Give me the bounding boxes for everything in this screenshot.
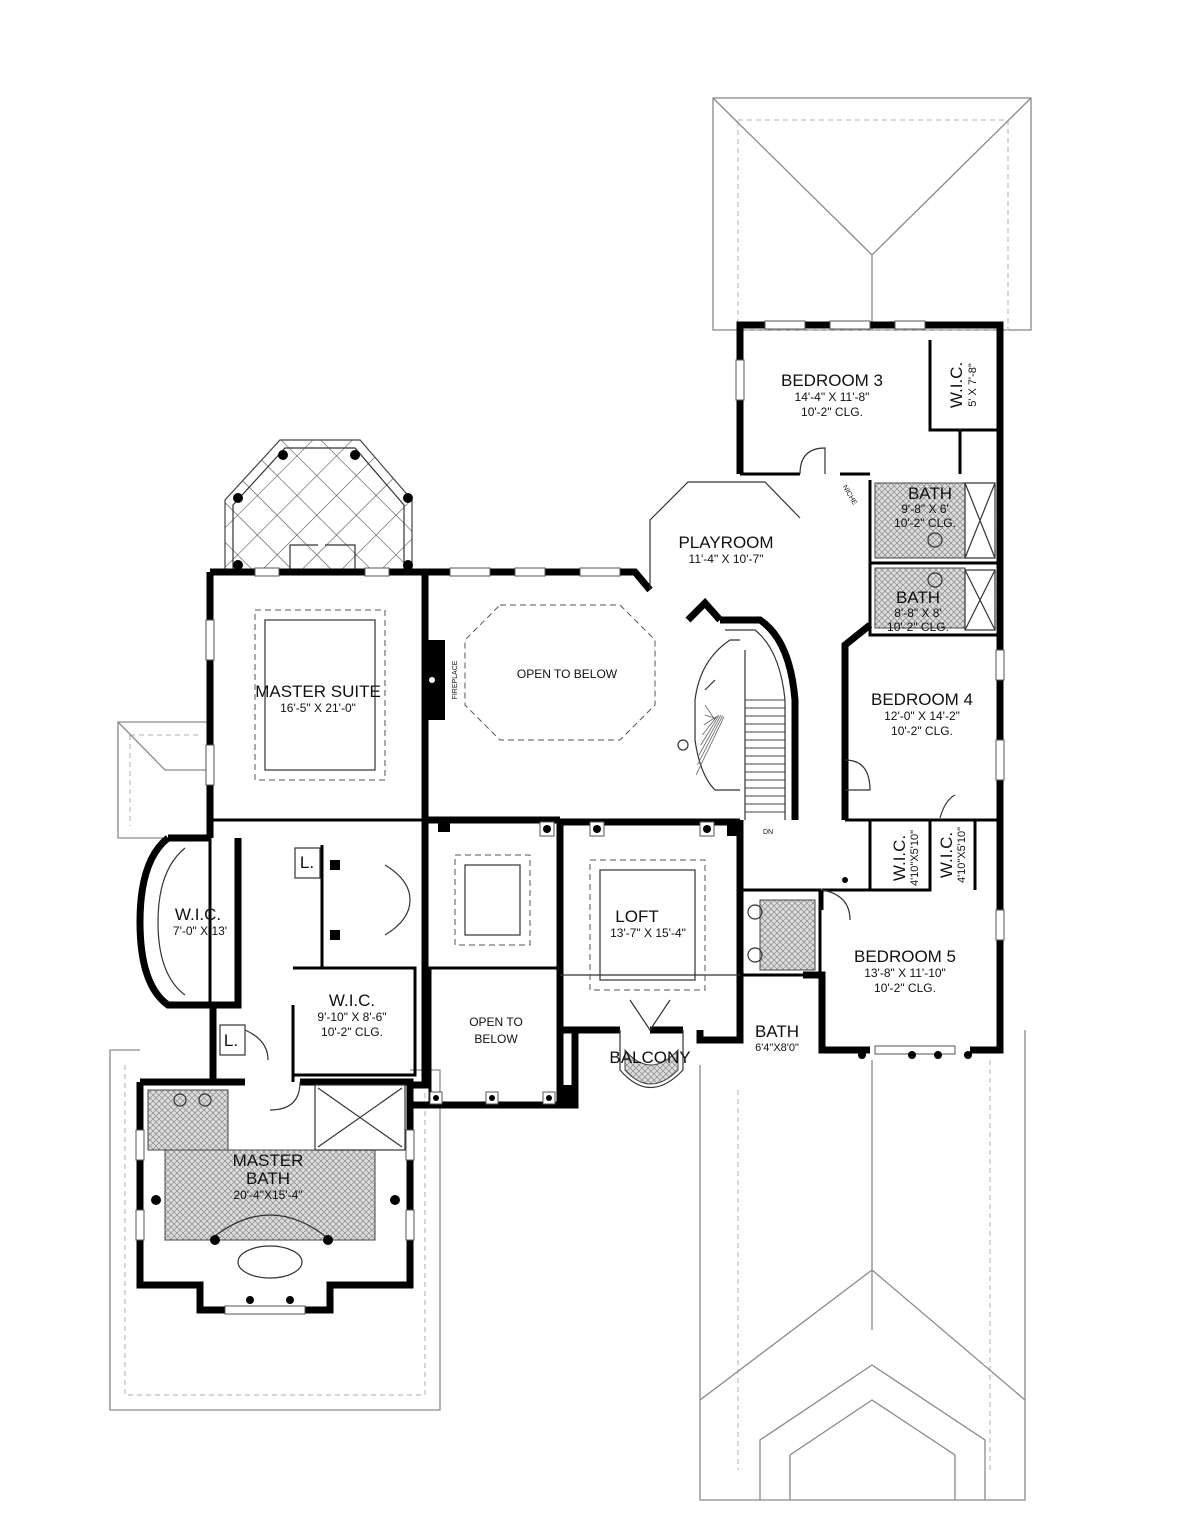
stair-curve-tread <box>704 714 716 719</box>
bath1-name: BATH <box>908 484 952 503</box>
bedroom5-name: BEDROOM 5 <box>854 947 956 966</box>
open-to-below-2-columns <box>429 1085 576 1105</box>
bedroom4-label: BEDROOM 4 12'-0" X 14'-2" 10'-2" CLG. <box>871 690 973 738</box>
bedroom5-dims: 13'-8" X 11'-10" <box>864 966 946 980</box>
stair-curve-tread <box>702 715 718 736</box>
bedroom5-label: BEDROOM 5 13'-8" X 11'-10" 10'-2" CLG. <box>854 947 956 995</box>
roof-left <box>117 721 210 839</box>
loft-dims: 13'-7" X 15'-4" <box>610 926 686 940</box>
fireplace-label: FIREPLACE <box>452 660 459 699</box>
balcony-name: BALCONY <box>609 1048 690 1067</box>
bath3-dims: 6'4"X8'0" <box>755 1042 799 1054</box>
loft-name: LOFT <box>615 907 658 926</box>
bath1-clg: 10'-2" CLG. <box>894 516 956 530</box>
bedroom4-clg: 10'-2" CLG. <box>891 724 953 738</box>
bath1-label: BATH 9'-8" X 6' 10'-2" CLG. <box>894 484 956 530</box>
bath2-label: BATH 8'-8" X 8' 10'-2" CLG. <box>887 588 949 634</box>
playroom-label: PLAYROOM 11'-4" X 10'-7" <box>678 533 773 566</box>
bedroom3-name: BEDROOM 3 <box>781 371 883 390</box>
wic-center-clg: 10'-2" CLG. <box>321 1025 383 1039</box>
balcony <box>619 999 684 1089</box>
bedroom5-clg: 10'-2" CLG. <box>874 981 936 995</box>
linen-label-2: L. <box>224 1031 238 1050</box>
wic-left-curve <box>136 835 213 1009</box>
room-labels: BEDROOM 3 14'-4" X 11'-8" 10'-2" CLG. W.… <box>173 362 979 1202</box>
open-to-below-2-label: OPEN TO BELOW <box>469 1015 523 1046</box>
bath3-label: BATH 6'4"X8'0" <box>755 1022 799 1054</box>
stair-dn-label: DN <box>763 829 773 836</box>
roof-top-right <box>712 97 1032 331</box>
playroom-name: PLAYROOM <box>678 533 773 552</box>
wic-b4a-name: W.I.C. <box>890 835 909 881</box>
bedroom3-dims: 14'-4" X 11'-8" <box>795 390 870 404</box>
stair-curve-tread <box>697 715 723 766</box>
bath-fixtures <box>747 482 996 971</box>
bedroom3-clg: 10'-2" CLG. <box>801 405 863 419</box>
wic-bed3-dims: 5' X 7'-8" <box>967 363 979 407</box>
wic-bed3-label: W.I.C. 5' X 7'-8" <box>947 362 979 408</box>
open-to-below-octagon <box>425 604 741 837</box>
master-bath-label: MASTER BATH 20'-4"X15'-4" <box>233 1151 304 1202</box>
wic-left-name: W.I.C. <box>175 905 221 924</box>
stair-curve-tread <box>700 714 720 746</box>
doors <box>219 447 956 1061</box>
bath2-clg: 10'-2" CLG. <box>887 620 949 634</box>
stair-curve-tread <box>703 716 717 726</box>
stair-treads <box>695 699 785 813</box>
roof-bottom-left <box>109 1049 441 1411</box>
loft-ceiling <box>589 859 706 991</box>
master-bath-fixtures <box>147 1081 406 1304</box>
wic-b4b-dims: 4'10"X5'10" <box>956 827 968 883</box>
wic-left-label: W.I.C. 7'-0" X 13' <box>173 905 227 938</box>
wic-center-dims: 9'-10" X 8'-6" <box>317 1010 386 1024</box>
bath2-name: BATH <box>896 588 940 607</box>
master-bath-dims: 20'-4"X15'-4" <box>233 1188 302 1202</box>
wic-center-name: W.I.C. <box>329 991 375 1010</box>
bedroom5-columns <box>858 1051 972 1059</box>
bath1-dims: 9'-8" X 6' <box>901 502 949 516</box>
windows <box>135 320 1005 1315</box>
stair-curve-tread <box>698 714 722 756</box>
wic-center-label: W.I.C. 9'-10" X 8'-6" 10'-2" CLG. <box>317 991 386 1039</box>
wic-b4b-label: W.I.C. 4'10"X5'10" <box>937 827 968 883</box>
wic-b4a-label: W.I.C. 4'10"X5'10" <box>890 830 921 886</box>
wic-b4a-dims: 4'10"X5'10" <box>909 830 921 886</box>
niche-label: NICHE <box>841 484 858 507</box>
master-bath-line2: BATH <box>246 1169 290 1188</box>
linen-label-1: L. <box>300 853 314 872</box>
bedroom3-label: BEDROOM 3 14'-4" X 11'-8" 10'-2" CLG. <box>781 371 883 419</box>
master-terrace <box>224 439 413 571</box>
bath3-name: BATH <box>755 1022 799 1041</box>
foyer-ceiling <box>330 854 531 946</box>
open-to-below-2-line2: BELOW <box>474 1032 518 1046</box>
open-to-below-2-line1: OPEN TO <box>469 1015 523 1029</box>
open-to-below-1-name: OPEN TO BELOW <box>517 667 618 681</box>
wic-bed3-name: W.I.C. <box>947 362 966 408</box>
stair-curve-tread <box>695 716 725 776</box>
staircase <box>677 616 799 820</box>
fireplace <box>425 640 445 720</box>
loft-label: LOFT 13'-7" X 15'-4" <box>610 907 686 940</box>
playroom-dims: 11'-4" X 10'-7" <box>689 552 764 566</box>
master-suite-ceiling <box>254 609 386 781</box>
master-bath-line1: MASTER <box>233 1151 304 1170</box>
master-suite-label: MASTER SUITE 16'-5" X 21'-0" <box>255 682 381 715</box>
master-suite-name: MASTER SUITE <box>255 682 381 701</box>
roof-bottom-right <box>699 1030 1026 1501</box>
wic-left-dims: 7'-0" X 13' <box>173 924 227 938</box>
wic-b4b-name: W.I.C. <box>937 832 956 878</box>
bedroom4-name: BEDROOM 4 <box>871 690 973 709</box>
master-suite-dims: 16'-5" X 21'-0" <box>280 701 356 715</box>
interior-walls <box>208 340 1000 1105</box>
bath2-dims: 8'-8" X 8' <box>894 606 942 620</box>
bedroom4-dims: 12'-0" X 14'-2" <box>884 709 960 723</box>
